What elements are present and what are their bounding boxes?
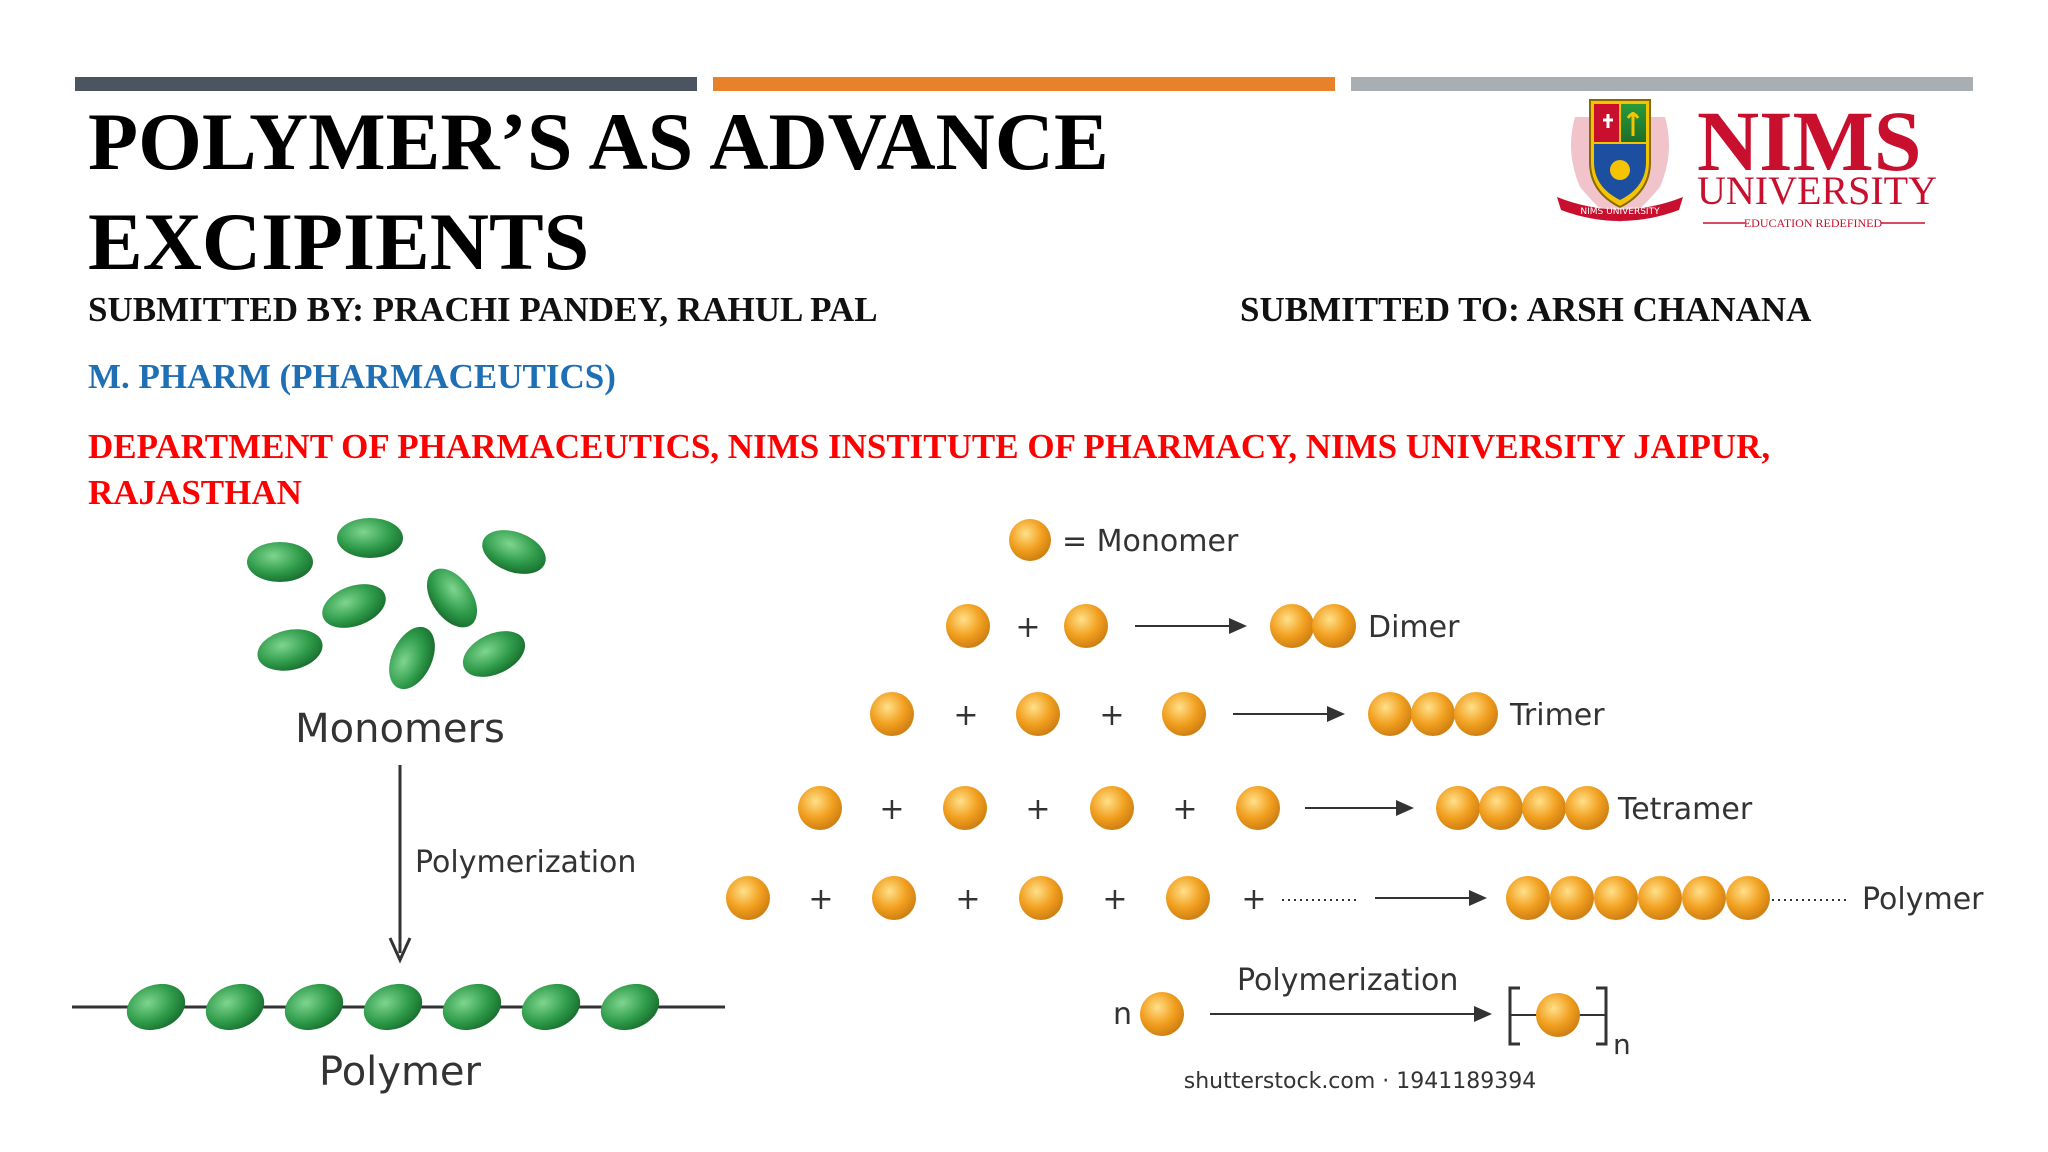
monomer-legend: = Monomer bbox=[1062, 524, 1239, 559]
submitted-by: SUBMITTED BY: PRACHI PANDEY, RAHUL PAL bbox=[88, 290, 878, 329]
general-equation: n Polymerization n bbox=[1113, 963, 1631, 1061]
top-bar-orange bbox=[713, 77, 1335, 91]
arrow-head-icon bbox=[388, 937, 412, 964]
submitted-to: SUBMITTED TO: ARSH CHANANA bbox=[1240, 290, 1812, 329]
top-bar-gray bbox=[1351, 77, 1973, 91]
shield-emblem-icon: NIMS UNIVERSITY bbox=[1557, 99, 1683, 222]
dimer-row: + Dimer bbox=[946, 604, 1460, 648]
program-line: M. PHARM (PHARMACEUTICS) bbox=[88, 357, 616, 396]
logo-name-text: NIMS bbox=[1697, 93, 1922, 189]
monomer-polymer-diagram: Monomers Polymerization Polymer bbox=[72, 518, 725, 1095]
plus-sign: + bbox=[1025, 792, 1050, 827]
slide-title: POLYMER’S AS ADVANCE EXCIPIENTS bbox=[88, 96, 1109, 287]
plus-sign: + bbox=[1099, 698, 1124, 733]
plus-sign: + bbox=[879, 792, 904, 827]
top-bar-dark bbox=[75, 77, 697, 91]
equation-polymerization-label: Polymerization bbox=[1237, 963, 1458, 998]
monomers-label: Monomers bbox=[295, 706, 505, 752]
trimer-label: Trimer bbox=[1509, 698, 1605, 733]
polymerization-label: Polymerization bbox=[415, 845, 636, 880]
plus-sign: + bbox=[953, 698, 978, 733]
plus-sign: + bbox=[1015, 610, 1040, 645]
monomer-cluster bbox=[247, 518, 546, 690]
logo-ribbon-text: NIMS UNIVERSITY bbox=[1580, 207, 1660, 217]
subscript-n: n bbox=[1613, 1028, 1631, 1061]
department-line: DEPARTMENT OF PHARMACEUTICS, NIMS INSTIT… bbox=[88, 427, 1771, 512]
tetramer-row: + + + Tetramer bbox=[798, 786, 1753, 830]
logo-tagline-text: EDUCATION REDEFINED bbox=[1744, 216, 1883, 230]
plus-sign: + bbox=[955, 882, 980, 917]
polymer-chain bbox=[72, 983, 725, 1031]
monomer-icon bbox=[1009, 519, 1051, 561]
nims-university-logo: NIMS UNIVERSITY NIMS UNIVERSITY EDUCATIO… bbox=[1557, 93, 1937, 230]
polymer-label: Polymer bbox=[319, 1049, 482, 1095]
plus-sign: + bbox=[808, 882, 833, 917]
dimer-label: Dimer bbox=[1368, 610, 1460, 645]
polymer-row-label: Polymer bbox=[1862, 882, 1984, 917]
trimer-row: + + Trimer bbox=[870, 692, 1605, 736]
plus-sign: + bbox=[1172, 792, 1197, 827]
image-credit: shutterstock.com · 1941189394 bbox=[1184, 1069, 1537, 1094]
n-label: n bbox=[1113, 997, 1132, 1032]
tetramer-label: Tetramer bbox=[1617, 792, 1753, 827]
plus-sign: + bbox=[1102, 882, 1127, 917]
polymer-row: + + + + Polymer bbox=[726, 876, 1984, 920]
logo-subtitle-text: UNIVERSITY bbox=[1697, 168, 1937, 213]
plus-sign: + bbox=[1241, 882, 1266, 917]
polymer-formation-diagram: = Monomer + Dimer + + Trimer + + + bbox=[726, 519, 1984, 1094]
